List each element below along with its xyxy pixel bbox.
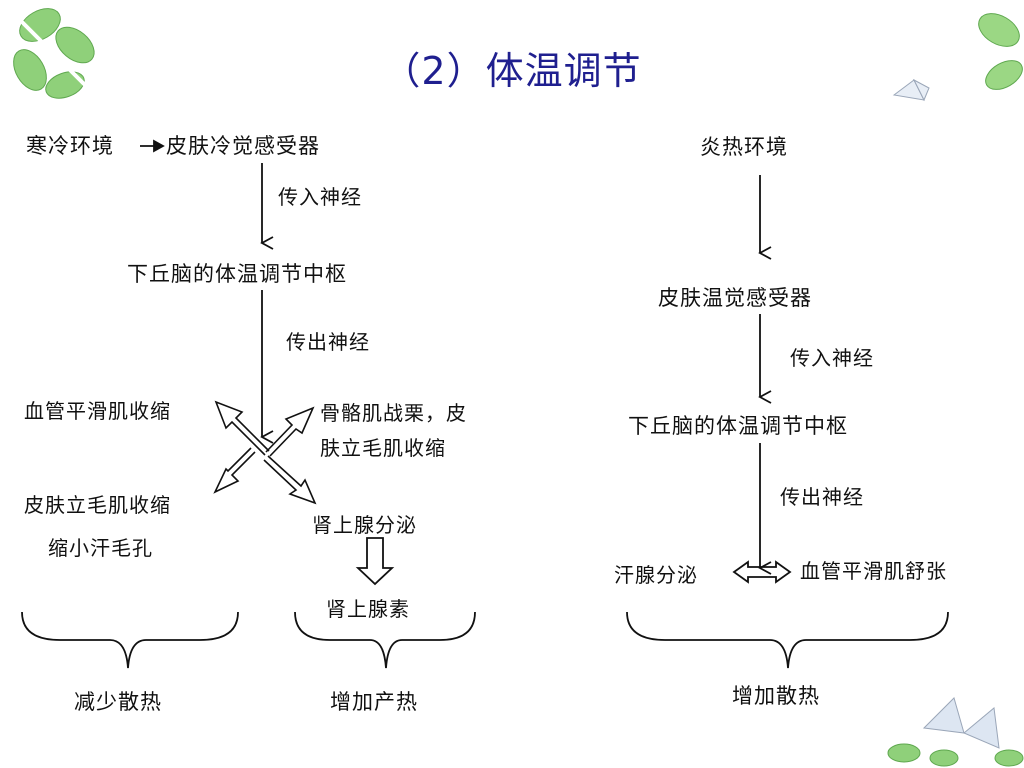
- brace-reduce-heat: [21, 611, 239, 669]
- effect-shiver-line1: 骨骼肌战栗，皮: [320, 401, 467, 425]
- hollow-double-arrow: [732, 560, 792, 584]
- cold-stimulus-label: 寒冷环境: [26, 134, 114, 158]
- adrenaline-label: 肾上腺素: [326, 597, 410, 621]
- adrenal-secretion-label: 肾上腺分泌: [312, 513, 417, 537]
- effect-pilo-erection: 皮肤立毛肌收缩: [24, 493, 171, 517]
- hot-afferent-label: 传入神经: [790, 346, 874, 370]
- result-increase-heat: 增加产热: [330, 690, 418, 714]
- cold-afferent-label: 传入神经: [278, 185, 362, 209]
- hollow-arrow-adrenal: [355, 537, 395, 586]
- brace-hot: [626, 611, 949, 669]
- result-reduce-heat: 减少散热: [74, 690, 162, 714]
- effect-vessel-constrict: 血管平滑肌收缩: [24, 399, 171, 423]
- cold-center-label: 下丘脑的体温调节中枢: [127, 262, 347, 286]
- sweat-secretion-label: 汗腺分泌: [614, 563, 698, 587]
- cross-arrows: [213, 400, 317, 505]
- clover-decoration-top-right: [892, 13, 1023, 102]
- slide-title: （2）体温调节: [382, 49, 642, 93]
- cold-efferent-label: 传出神经: [286, 330, 370, 354]
- result-increase-dissipation: 增加散热: [732, 684, 820, 708]
- effect-pore-shrink: 缩小汗毛孔: [48, 536, 153, 560]
- brace-increase-heat: [294, 611, 476, 669]
- hot-stimulus-label: 炎热环境: [700, 135, 788, 159]
- hot-receptor-label: 皮肤温觉感受器: [658, 286, 812, 310]
- butterfly-decoration-bottom-right: [887, 697, 1024, 767]
- cold-receptor-label: 皮肤冷觉感受器: [166, 134, 320, 158]
- hot-efferent-label: 传出神经: [780, 485, 864, 509]
- clover-decoration-top-left: [8, 8, 102, 102]
- vessel-dilate-label: 血管平滑肌舒张: [800, 559, 947, 583]
- arrow-stimulus-to-receptor: [140, 139, 165, 153]
- hot-center-label: 下丘脑的体温调节中枢: [628, 414, 848, 438]
- effect-shiver-line2: 肤立毛肌收缩: [320, 436, 446, 460]
